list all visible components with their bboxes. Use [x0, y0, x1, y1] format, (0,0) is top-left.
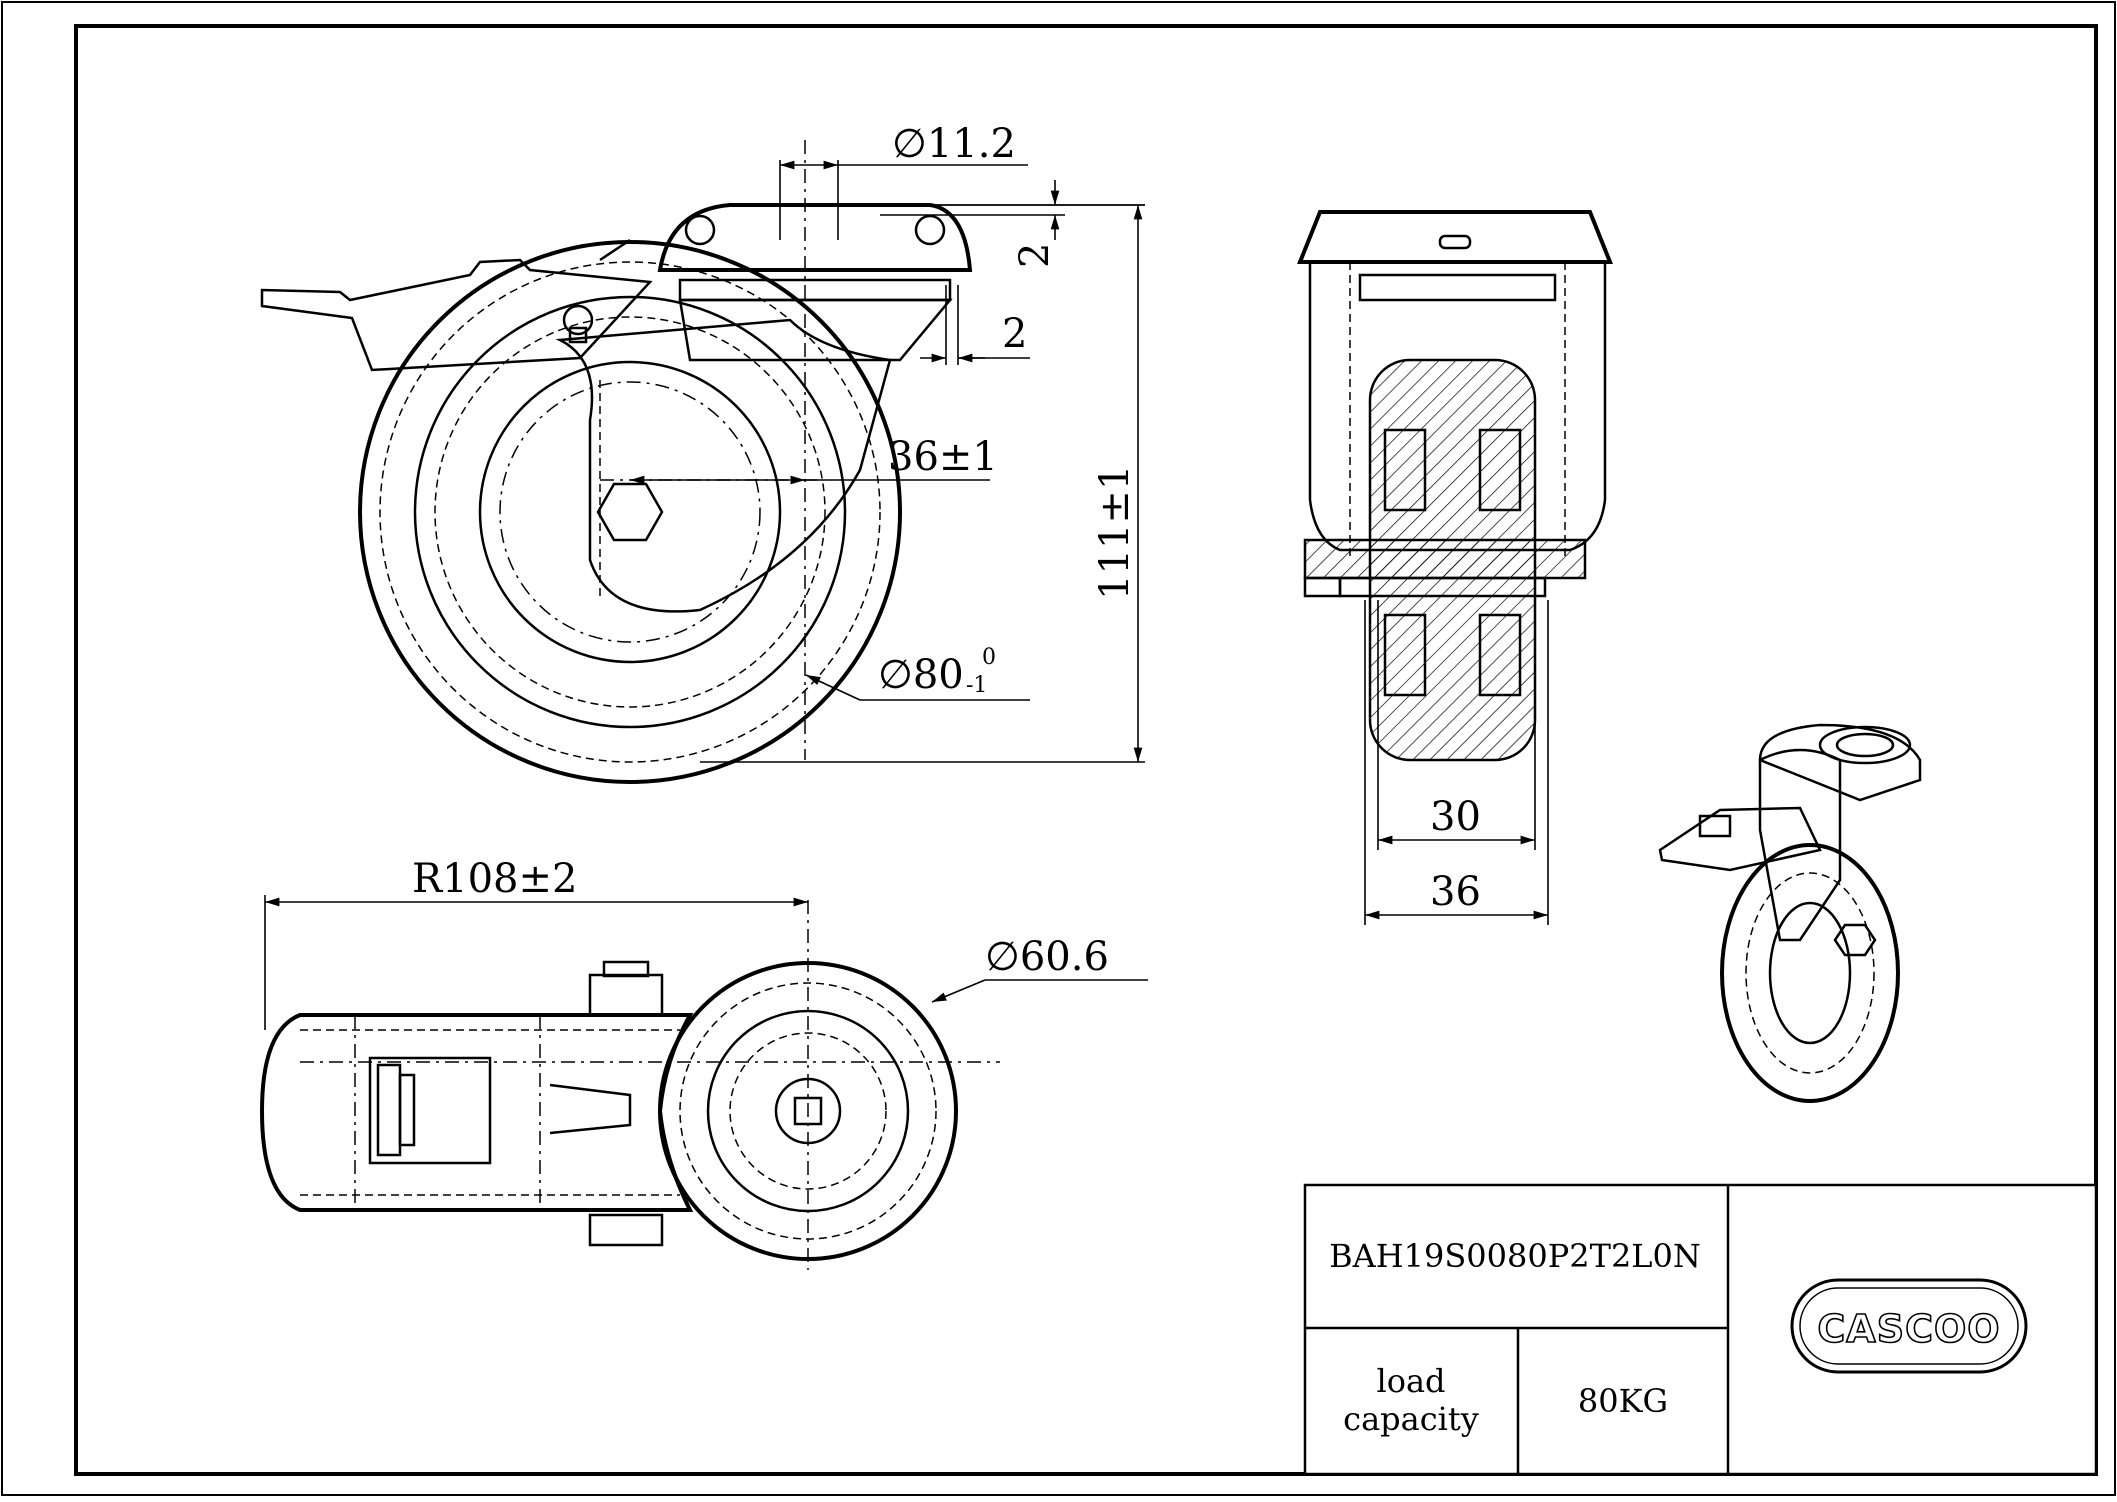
- part-number: BAH19S0080P2T2L0N: [1329, 1237, 1701, 1275]
- dim-wheel-tol-upper: 0: [982, 645, 996, 670]
- title-block: BAH19S0080P2T2L0N load capacity 80KG CAS…: [1303, 1183, 2098, 1476]
- dim-bolt-hole: ∅11.2: [892, 121, 1016, 167]
- brand-logo: CASCOO: [1790, 1278, 2028, 1374]
- dim-wheel-tol-lower: -1: [966, 673, 987, 698]
- plan-view: R108±2 ∅60.6: [259, 856, 1148, 1270]
- frame-border: [74, 24, 2098, 1476]
- dim-overall-width: 36: [1430, 869, 1481, 915]
- dim-side-gap: 2: [1002, 311, 1027, 357]
- load-label-line2: capacity: [1343, 1400, 1479, 1438]
- dim-top-gap: 2: [1012, 243, 1058, 268]
- brand-logo-text: CASCOO: [1817, 1307, 2000, 1351]
- side-elevation-view: ∅11.2 2 2 36±1 111±1 ∅80 0 -1: [260, 121, 1145, 784]
- isometric-view: [1658, 723, 1922, 1103]
- dim-tread-width: 30: [1430, 794, 1481, 840]
- dim-offset: 36±1: [888, 434, 998, 480]
- dim-height: 111±1: [1092, 465, 1138, 600]
- dim-swivel-radius: R108±2: [412, 856, 577, 902]
- end-view: 30 36: [1297, 210, 1613, 925]
- load-label-line1: load: [1376, 1362, 1445, 1400]
- dim-housing-diameter: ∅60.6: [985, 934, 1109, 980]
- load-value: 80KG: [1578, 1382, 1668, 1420]
- dim-wheel-diameter: ∅80: [878, 652, 964, 698]
